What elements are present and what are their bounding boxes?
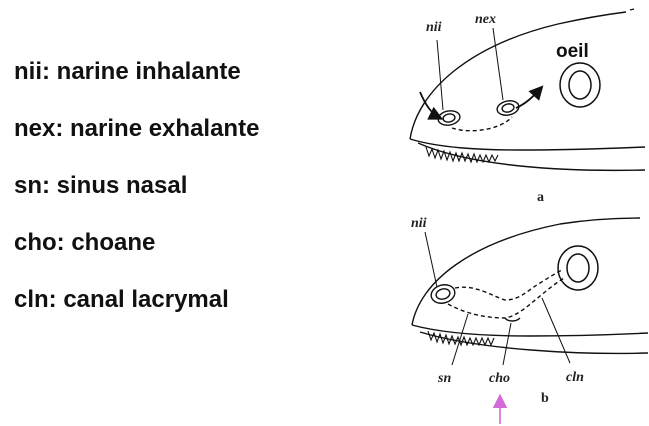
leader-nii-b (425, 232, 437, 287)
eye-b (558, 246, 598, 290)
label-cln-b: cln (566, 370, 584, 385)
nasal-cavity-b (429, 270, 564, 321)
label-oeil: oeil (556, 41, 589, 62)
label-sn-b: sn (437, 371, 451, 386)
leader-nex-a (493, 28, 503, 100)
leader-sn-b (452, 314, 468, 365)
leader-cln-b (542, 298, 570, 363)
label-cho-b: cho (489, 371, 510, 386)
nostrils-a (437, 99, 520, 131)
flow-arrows-a (420, 88, 541, 118)
figure-a: nii nex oeil a (410, 9, 645, 205)
label-nex-a: nex (475, 12, 496, 27)
leader-cho-b (503, 323, 511, 365)
label-nii-b: nii (411, 216, 427, 231)
panel-letter-b: b (541, 391, 549, 406)
leader-nii-a (437, 40, 443, 110)
label-nii-a: nii (426, 20, 442, 35)
eye-a (560, 63, 600, 107)
figure-b: nii sn cho cln b (411, 216, 648, 406)
panel-letter-a: a (537, 190, 544, 205)
head-outline-a (410, 9, 645, 170)
